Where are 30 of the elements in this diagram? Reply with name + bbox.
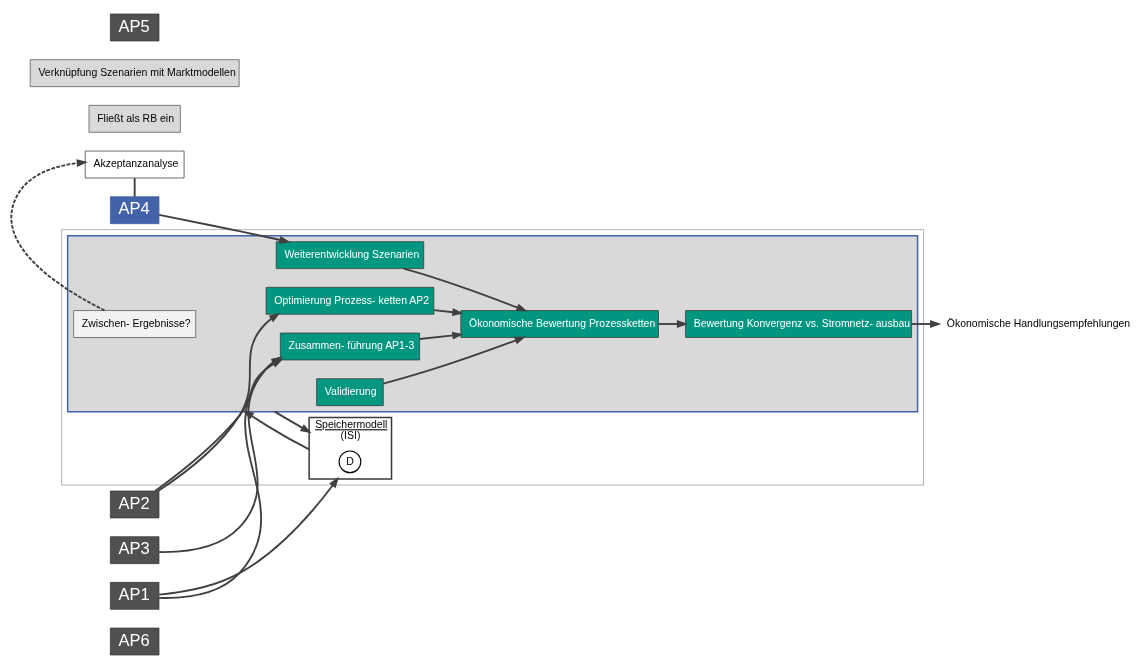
arrow — [402, 267, 528, 311]
node-box: Validierung — [316, 377, 384, 406]
node-box: Optimierung Prozess- ketten AP2 — [265, 286, 435, 315]
arrow — [432, 307, 464, 316]
node-box: AP4 — [109, 195, 160, 224]
node-box: AP2 — [109, 490, 160, 518]
node-box: AP5 — [109, 13, 160, 41]
node-circle: D — [338, 449, 362, 473]
node-box: Weiterentwicklung Szenarien — [275, 240, 425, 269]
arrow — [10, 158, 106, 311]
node-box: Fließt als RB ein — [88, 104, 181, 133]
connector — [133, 176, 136, 198]
node-box: Verknüpfung Szenarien mit Marktmodellen — [29, 58, 240, 87]
arrow — [418, 331, 464, 340]
arrow — [273, 410, 312, 433]
node-box: Ökonomische Bewertung Prozessketten — [460, 309, 659, 338]
cluster — [61, 228, 924, 485]
node-box: AP6 — [109, 627, 160, 655]
node-box: AP1 — [109, 581, 160, 610]
node-box: Bewertung Konvergenz vs. Stromnetz- ausbau — [685, 309, 912, 338]
node-box: Zusammen- führung AP1-3 — [279, 332, 420, 360]
arrow — [657, 319, 689, 328]
arrow — [382, 336, 526, 385]
node-text: Ökonomische Handlungsempfehlungen — [946, 317, 1131, 329]
arrow — [910, 319, 942, 328]
arrow — [158, 213, 291, 244]
arrow — [158, 476, 340, 595]
node-box: AP3 — [109, 535, 160, 564]
node-box: Zwischen- Ergebnisse? — [73, 309, 197, 338]
node-box: Akzeptanzanalyse — [84, 150, 185, 178]
